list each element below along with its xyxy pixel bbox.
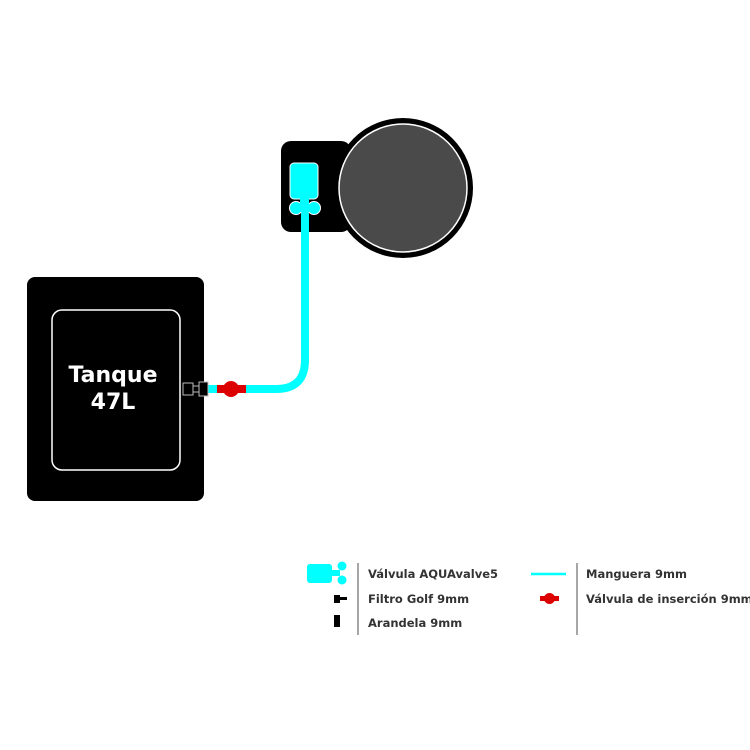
legend-filter-icon [334, 595, 347, 603]
tank-label-name: Tanque [68, 363, 157, 388]
legend-insertion-valve-icon [540, 593, 559, 604]
hose [208, 200, 309, 393]
legend-washer-icon [334, 615, 340, 627]
tank: Tanque 47L [27, 277, 204, 501]
filter-icon [182, 381, 209, 397]
tank-label-capacity: 47L [91, 390, 136, 415]
insertion-valve-icon [217, 381, 246, 397]
legend-label: Válvula AQUAvalve5 [368, 567, 499, 581]
legend-label: Manguera 9mm [586, 567, 688, 581]
aquavalve-icon [289, 162, 321, 215]
legend-label: Filtro Golf 9mm [368, 592, 470, 606]
legend-label: Arandela 9mm [368, 616, 463, 630]
legend-aquavalve-icon [307, 561, 347, 585]
legend-label: Válvula de inserción 9mm [586, 592, 750, 606]
